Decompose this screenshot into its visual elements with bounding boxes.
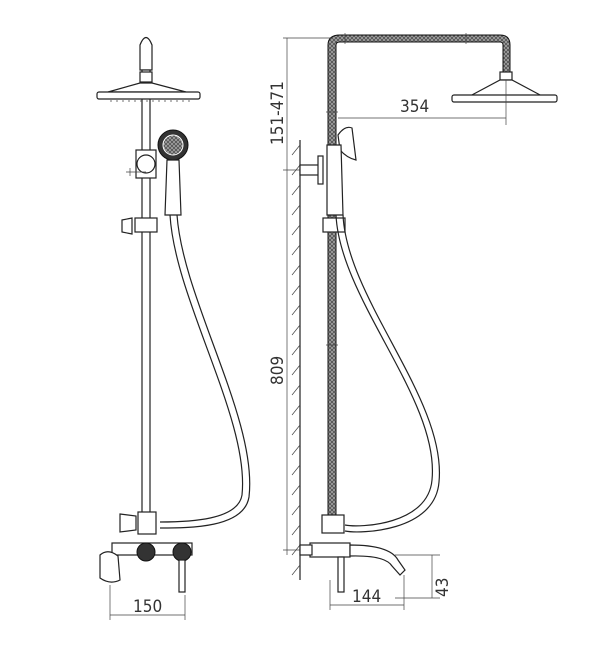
riser-column (141, 69, 151, 521)
dim-arm-reach: 354 (400, 97, 429, 117)
spout-side (349, 544, 406, 576)
shower-head (96, 91, 201, 100)
mixer-handle (178, 559, 186, 593)
shower-head-side (451, 94, 558, 103)
mixer-side (309, 542, 351, 558)
shower-head-top (107, 82, 187, 93)
front-view: 150 (96, 36, 251, 620)
dim-spout-height: 43 (433, 578, 453, 597)
hand-shower-handle-side (326, 144, 344, 216)
hose-side (335, 214, 433, 527)
spout-front (99, 551, 121, 583)
side-view: 151-471 809 354 144 43 (268, 33, 558, 610)
dim-mixer-width: 150 (133, 597, 162, 617)
hand-shower-handle (164, 159, 182, 216)
column-top (139, 36, 153, 71)
dim-arm-height: 151-471 (268, 81, 288, 145)
hand-shower-holder (337, 126, 357, 161)
dim-spout-length: 144 (352, 587, 381, 607)
dim-column-height: 809 (268, 356, 288, 385)
diverter (137, 511, 157, 535)
hose (159, 214, 244, 523)
